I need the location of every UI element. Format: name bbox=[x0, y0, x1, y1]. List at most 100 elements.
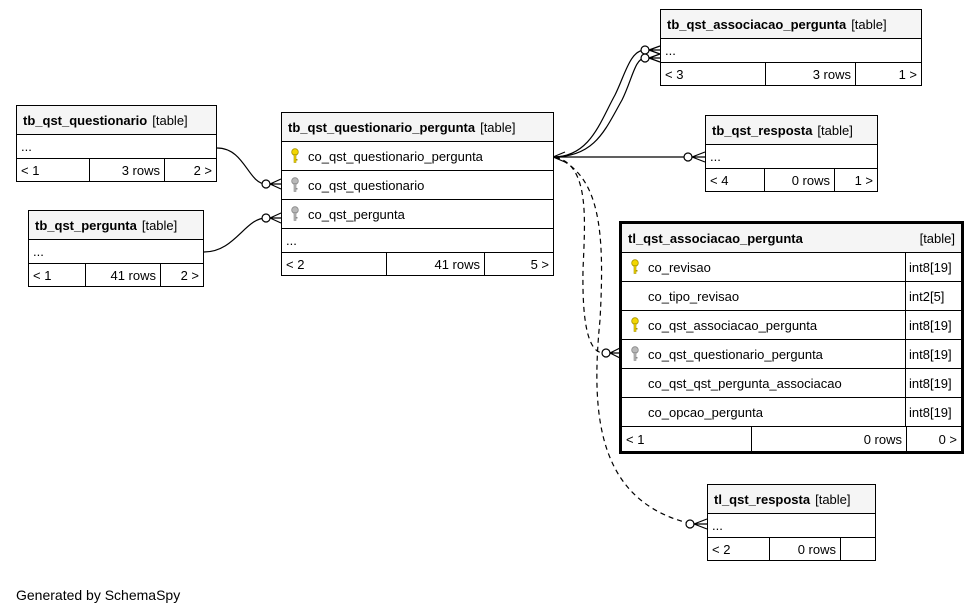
table-name: tb_qst_pergunta bbox=[35, 217, 137, 233]
table-tb-qst-resposta[interactable]: tb_qst_resposta [table] ... < 4 0 rows 1… bbox=[705, 115, 878, 192]
table-type: [table] bbox=[480, 119, 516, 135]
table-footer: < 1 3 rows 2 > bbox=[17, 159, 216, 181]
children-count[interactable] bbox=[841, 538, 875, 560]
parents-count[interactable]: < 1 bbox=[29, 264, 86, 286]
table-header: tb_qst_questionario_pergunta [table] bbox=[282, 113, 553, 142]
children-count[interactable]: 0 > bbox=[938, 431, 957, 447]
parents-count[interactable]: < 4 bbox=[706, 169, 765, 191]
parents-count[interactable]: < 3 bbox=[661, 63, 766, 85]
column-row[interactable]: co_opcao_pergunta int8[19] bbox=[622, 398, 961, 427]
parents-count[interactable]: < 1 bbox=[622, 427, 752, 451]
children-count[interactable]: 2 > bbox=[180, 267, 199, 283]
rel-questionario-pergunta-to-tl-resposta bbox=[554, 156, 689, 524]
primary-key-icon bbox=[622, 311, 648, 339]
table-tb-qst-questionario-pergunta[interactable]: tb_qst_questionario_pergunta [table] co_… bbox=[281, 112, 554, 276]
column-name: co_qst_questionario_pergunta bbox=[308, 148, 483, 164]
cardinality-circle bbox=[640, 53, 650, 63]
column-type: int8[19] bbox=[905, 340, 961, 368]
column-row[interactable]: co_tipo_revisao int2[5] bbox=[622, 282, 961, 311]
rel-questionario-pergunta-to-tl-associacao-pergunta bbox=[554, 156, 604, 354]
column-type: int8[19] bbox=[905, 253, 961, 281]
crow-foot-icon bbox=[648, 53, 661, 63]
column-name: co_tipo_revisao bbox=[648, 288, 740, 304]
table-name: tl_qst_resposta bbox=[714, 491, 811, 507]
rel-questionario-to-questionario-pergunta bbox=[216, 147, 267, 185]
no-key-spacer bbox=[622, 282, 648, 310]
table-name: tb_qst_questionario_pergunta bbox=[288, 119, 476, 135]
rel-pergunta-to-questionario-pergunta bbox=[203, 217, 267, 253]
columns-ellipsis: ... bbox=[661, 39, 921, 63]
table-footer: < 1 0 rows 0 > bbox=[622, 427, 961, 451]
table-tb-qst-questionario[interactable]: tb_qst_questionario [table] ... < 1 3 ro… bbox=[16, 105, 217, 182]
table-type: [table] bbox=[141, 217, 178, 233]
columns-ellipsis: ... bbox=[29, 240, 203, 264]
column-row[interactable]: co_revisao int8[19] bbox=[622, 253, 961, 282]
crow-foot-icon bbox=[691, 151, 706, 163]
primary-key-icon bbox=[622, 253, 648, 281]
columns-ellipsis: ... bbox=[282, 229, 553, 253]
table-footer: < 1 41 rows 2 > bbox=[29, 264, 203, 286]
table-footer: < 3 3 rows 1 > bbox=[661, 63, 921, 85]
cardinality-circle bbox=[261, 213, 271, 223]
column-name: co_revisao bbox=[648, 259, 711, 275]
children-count[interactable]: 1 > bbox=[898, 66, 917, 82]
table-header: tl_qst_associacao_pergunta [table] bbox=[622, 224, 961, 253]
table-type: [table] bbox=[815, 491, 851, 507]
table-header: tb_qst_pergunta [table] bbox=[29, 211, 203, 240]
children-count[interactable]: 1 > bbox=[854, 172, 873, 188]
columns-ellipsis: ... bbox=[708, 514, 875, 538]
generated-by-credit: Generated by SchemaSpy bbox=[16, 587, 181, 603]
table-tb-qst-associacao-pergunta[interactable]: tb_qst_associacao_pergunta [table] ... <… bbox=[660, 9, 922, 86]
parents-count[interactable]: < 1 bbox=[17, 159, 90, 181]
row-count: 41 rows bbox=[387, 253, 485, 275]
column-type: int8[19] bbox=[905, 369, 961, 397]
parents-count[interactable]: < 2 bbox=[708, 538, 770, 560]
table-type: [table] bbox=[817, 122, 853, 138]
column-row[interactable]: co_qst_associacao_pergunta int8[19] bbox=[622, 311, 961, 340]
table-tl-qst-resposta[interactable]: tl_qst_resposta [table] ... < 2 0 rows bbox=[707, 484, 876, 561]
table-header: tb_qst_associacao_pergunta [table] bbox=[661, 10, 921, 39]
columns-ellipsis: ... bbox=[706, 145, 877, 169]
primary-key-icon bbox=[282, 142, 308, 170]
columns-ellipsis: ... bbox=[17, 135, 216, 159]
many-end-icon bbox=[552, 151, 566, 163]
column-row[interactable]: co_qst_pergunta bbox=[282, 200, 553, 229]
cardinality-circle bbox=[601, 348, 611, 358]
table-footer: < 2 0 rows bbox=[708, 538, 875, 560]
foreign-key-icon bbox=[282, 171, 308, 199]
column-type: int8[19] bbox=[905, 398, 961, 426]
row-count: 41 rows bbox=[86, 264, 161, 286]
table-header: tb_qst_resposta [table] bbox=[706, 116, 877, 145]
column-name: co_qst_associacao_pergunta bbox=[648, 317, 818, 333]
table-name: tb_qst_associacao_pergunta bbox=[667, 16, 847, 32]
crow-foot-icon bbox=[693, 518, 708, 530]
column-name: co_qst_questionario_pergunta bbox=[648, 346, 823, 362]
table-name: tb_qst_resposta bbox=[712, 122, 813, 138]
rel-questionario-pergunta-to-associacao-pergunta-a bbox=[552, 49, 646, 158]
table-header: tl_qst_resposta [table] bbox=[708, 485, 875, 514]
crow-foot-icon bbox=[648, 45, 661, 55]
row-count: 3 rows bbox=[766, 63, 856, 85]
column-row[interactable]: co_qst_questionario_pergunta bbox=[282, 142, 553, 171]
parents-count[interactable]: < 2 bbox=[282, 253, 387, 275]
cardinality-circle bbox=[640, 45, 650, 55]
table-name: tl_qst_associacao_pergunta bbox=[628, 230, 803, 246]
table-tb-qst-pergunta[interactable]: tb_qst_pergunta [table] ... < 1 41 rows … bbox=[28, 210, 204, 287]
column-name: co_qst_qst_pergunta_associacao bbox=[648, 375, 842, 391]
children-count[interactable]: 2 > bbox=[193, 162, 212, 178]
crow-foot-icon bbox=[609, 347, 621, 359]
no-key-spacer bbox=[622, 398, 648, 426]
children-count[interactable]: 5 > bbox=[530, 256, 549, 272]
column-row[interactable]: co_qst_qst_pergunta_associacao int8[19] bbox=[622, 369, 961, 398]
table-tl-qst-associacao-pergunta[interactable]: tl_qst_associacao_pergunta [table] co_re… bbox=[619, 221, 964, 454]
table-header: tb_qst_questionario [table] bbox=[17, 106, 216, 135]
table-type: [table] bbox=[152, 112, 188, 128]
foreign-key-icon bbox=[282, 200, 308, 228]
column-type: int2[5] bbox=[905, 282, 961, 310]
row-count: 0 rows bbox=[752, 427, 907, 451]
column-row[interactable]: co_qst_questionario_pergunta int8[19] bbox=[622, 340, 961, 369]
column-name: co_qst_questionario bbox=[308, 177, 425, 193]
column-row[interactable]: co_qst_questionario bbox=[282, 171, 553, 200]
cardinality-circle bbox=[685, 519, 695, 529]
